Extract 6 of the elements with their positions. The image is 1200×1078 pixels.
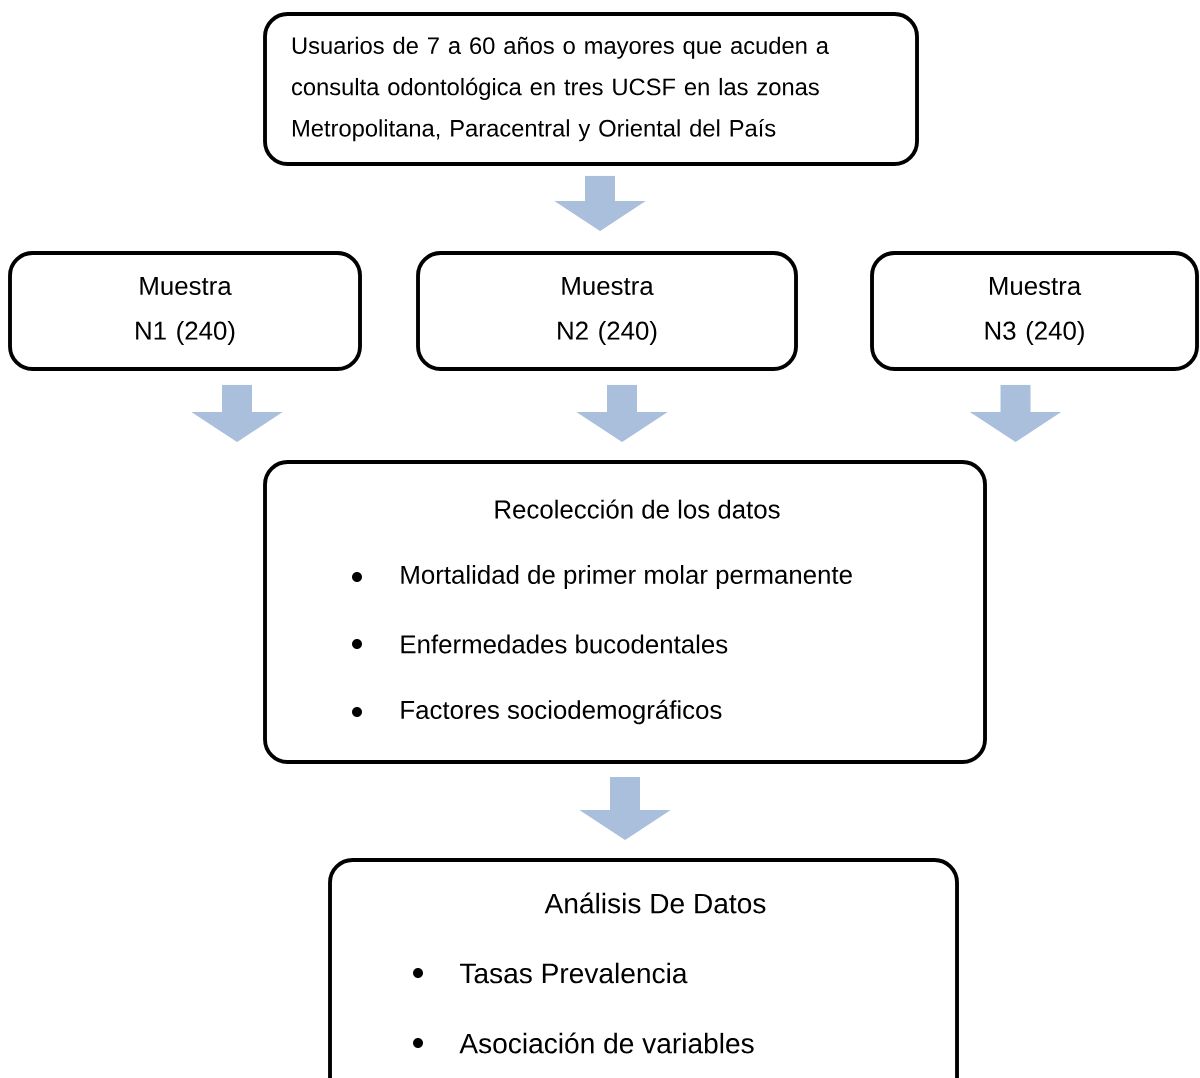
process-box: Recolección de los datos Mortalidad de primer molar permanente Enfermedades bucodentales Factores sociodemográficos [263,460,987,764]
process-box: Muestra N3 (240) [870,251,1199,371]
process-box: Muestra N2 (240) [416,251,798,371]
process-box: Análisis De Datos Tasas Prevalencia Asociación de variables [328,858,959,1078]
process-box: Muestra N1 (240) [8,251,362,371]
process-box: Usuarios de 7 a 60 años o mayores que acuden a consulta odontológica en tres UCSF en las zonas Metropolitana, Paracentral y Oriental del País [263,12,919,166]
